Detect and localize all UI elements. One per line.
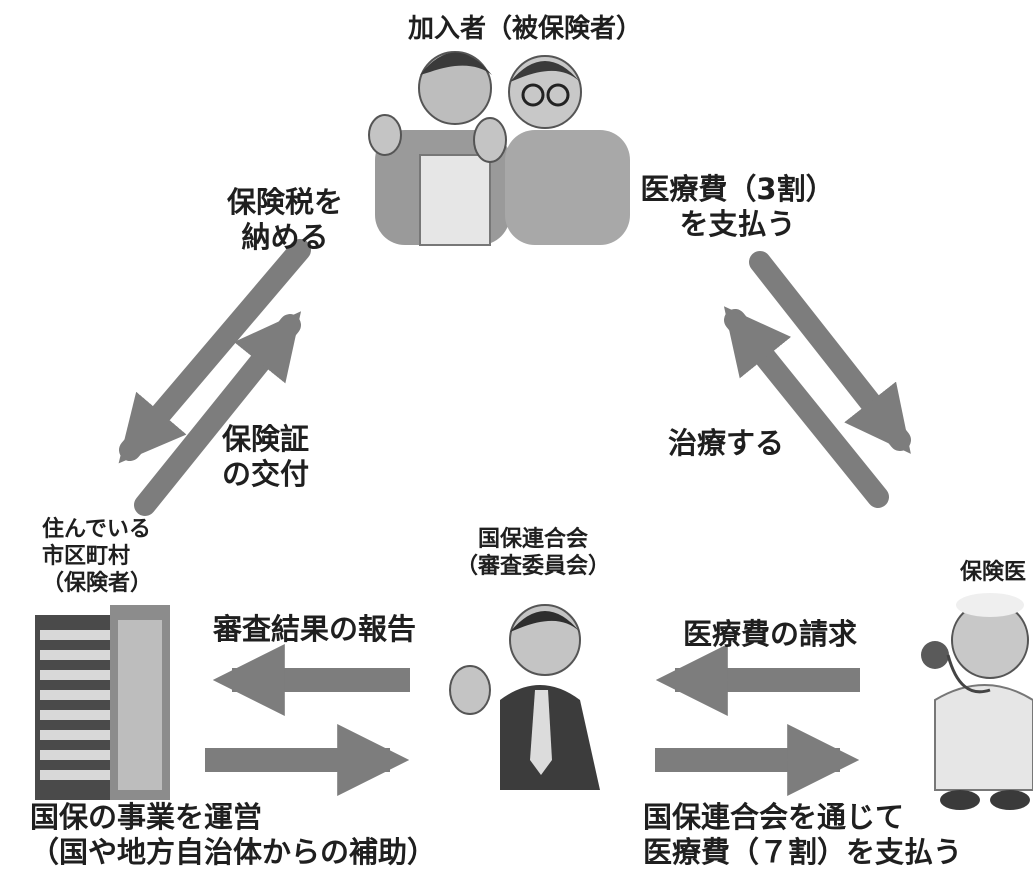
municipality-building-illustration — [35, 605, 170, 800]
insured-label: 加入者（被保険者） — [408, 14, 643, 44]
pay-tax-label-line-2: 納める — [241, 220, 329, 255]
arrow-pay-medical — [749, 251, 911, 454]
arrow-treat — [723, 306, 889, 508]
pay-via-label-line-2: 医療費（７割）を支払う — [643, 835, 963, 870]
claim-label: 医療費の請求 — [683, 617, 858, 651]
municipality-label-line-2: 市区町村 — [42, 543, 131, 569]
doctor-illustration — [921, 593, 1033, 810]
operate-label: 国保の事業を運営 （国や地方自治体からの補助） — [30, 800, 436, 871]
operate-label-line-2: （国や地方自治体からの補助） — [30, 835, 437, 870]
doctor-label: 保険医 — [960, 560, 1027, 585]
pay-medical-label-line-2: を支払う — [679, 207, 796, 242]
arrow-issue-card — [134, 311, 302, 516]
operate-label-line-1: 国保の事業を運営 — [30, 800, 263, 834]
issue-card-label-line-2: の交付 — [222, 457, 310, 492]
municipality-label-line-3: （保険者） — [42, 570, 153, 596]
pay-medical-label: 医療費（3割） を支払う — [635, 172, 840, 243]
pay-via-label: 国保連合会を通じて 医療費（７割）を支払う — [643, 800, 962, 871]
treat-label: 治療する — [668, 426, 785, 460]
insured-couple-illustration — [368, 51, 630, 246]
federation-officer-illustration — [449, 604, 600, 790]
federation-label-line-1: 国保連合会 — [477, 527, 588, 552]
pay-tax-label-line-1: 保険税を — [226, 185, 343, 219]
federation-label: 国保連合会 （審査委員会） — [448, 527, 618, 581]
report-label: 審査結果の報告 — [213, 612, 417, 646]
pay-medical-label-line-1: 医療費（3割） — [640, 172, 835, 206]
municipality-label-line-1: 住んでいる — [42, 517, 151, 542]
municipality-label: 住んでいる 市区町村 （保険者） — [42, 517, 152, 597]
federation-label-line-2: （審査委員会） — [455, 553, 610, 579]
issue-card-label-line-1: 保険証 — [222, 422, 310, 456]
pay-tax-label: 保険税を 納める — [210, 185, 360, 256]
pay-via-label-line-1: 国保連合会を通じて — [643, 800, 905, 834]
issue-card-label: 保険証 の交付 — [222, 422, 309, 493]
arrow-pay-tax — [118, 239, 311, 464]
